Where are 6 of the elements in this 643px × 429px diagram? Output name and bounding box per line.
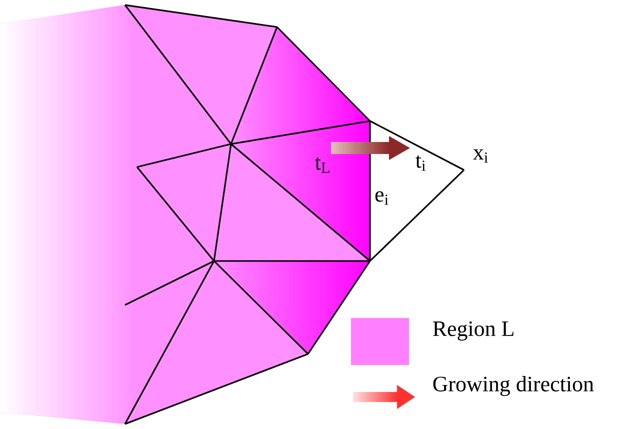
legend-text: Region L <box>432 321 514 341</box>
symbol-label: e$_{i}$ <box>375 191 388 205</box>
symbol-label: t$_{i}$ <box>416 155 426 171</box>
symbol-label: t$_{L}$ <box>315 157 330 173</box>
legend-text: Growing direction <box>433 376 594 396</box>
symbol-label: x$_{i}$ <box>473 149 488 163</box>
